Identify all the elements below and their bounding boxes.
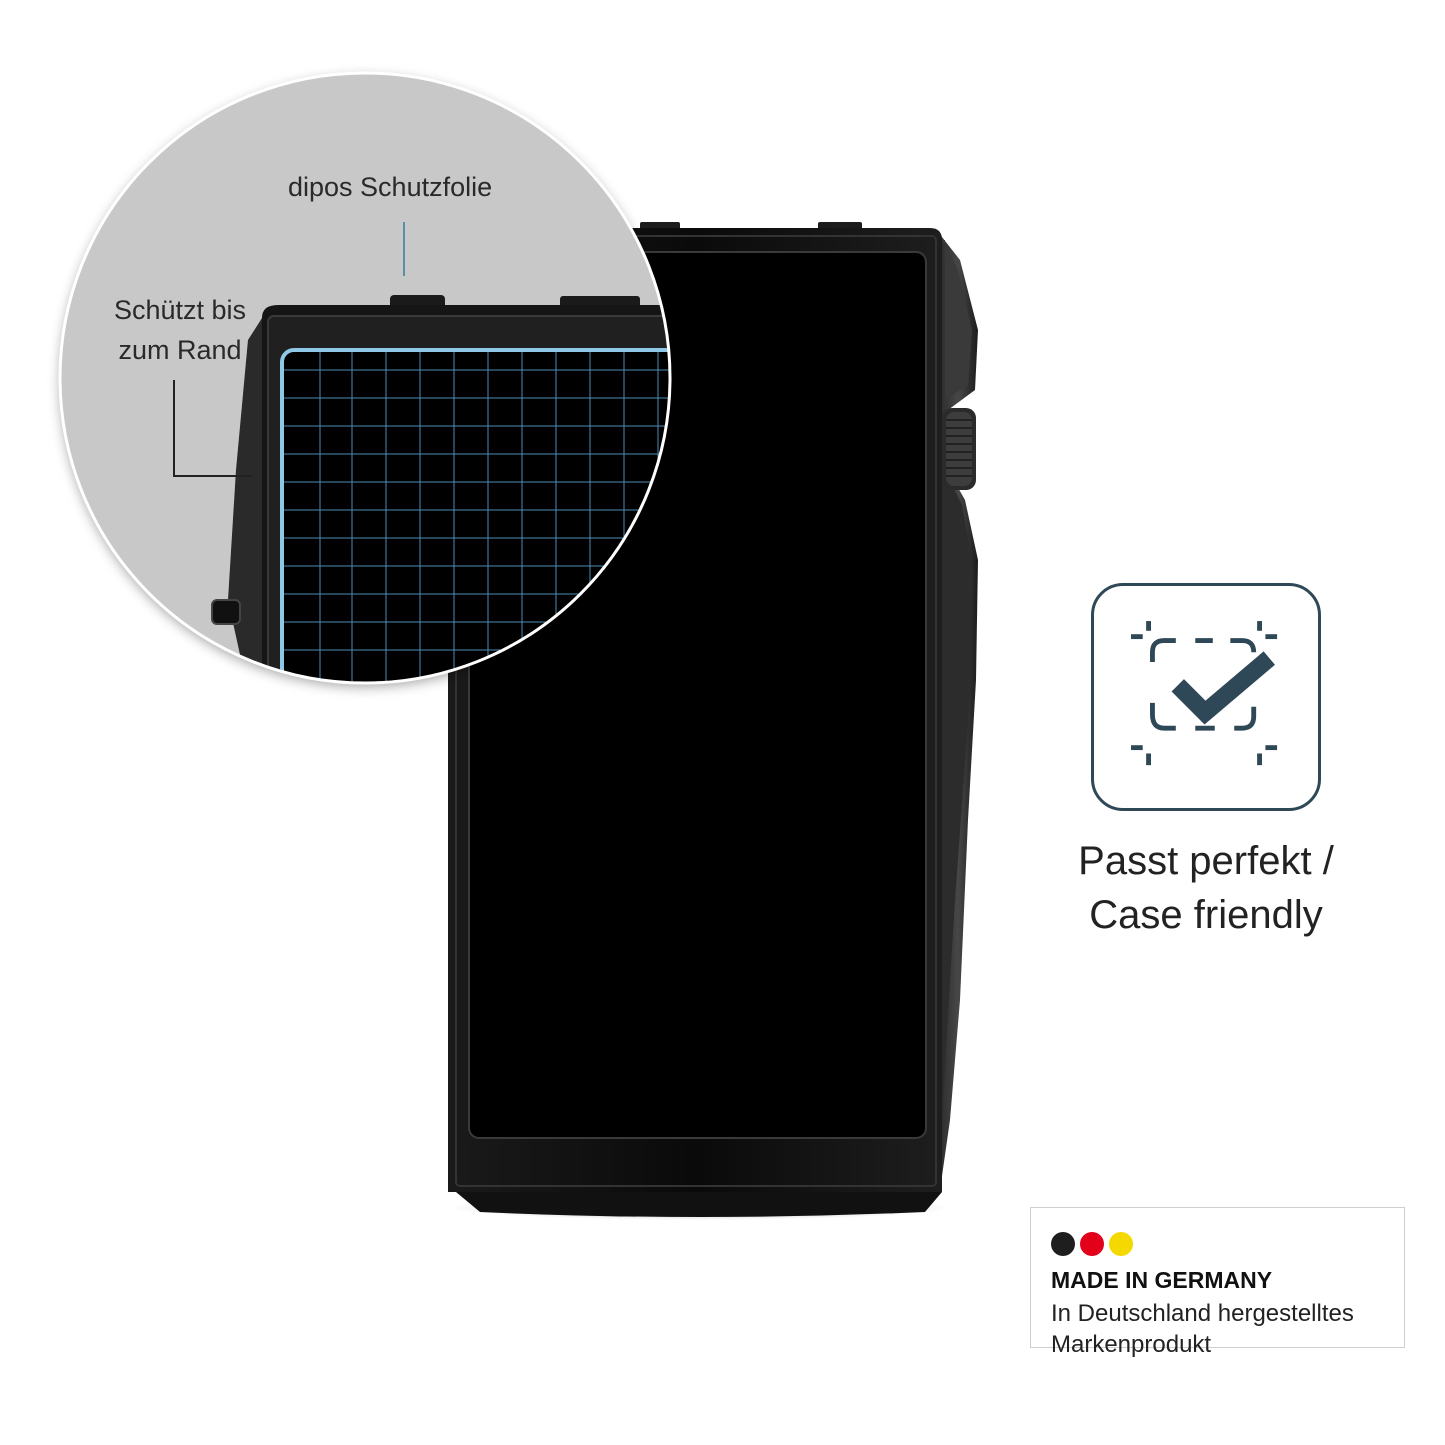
made-subtitle-line1: In Deutschland hergestelltes	[1051, 1300, 1354, 1327]
made-in-germany-badge: MADE IN GERMANY In Deutschland hergestel…	[1030, 1207, 1405, 1358]
feature-caption: Passt perfekt / Case friendly	[1020, 834, 1392, 942]
edge-callout-line	[173, 380, 252, 477]
edge-label-line1: Schützt bis	[113, 295, 247, 325]
flag-dot-red	[1080, 1232, 1104, 1256]
device-side	[938, 232, 978, 1190]
feature-caption-line2: Case friendly	[1089, 893, 1323, 937]
flag-dot-black	[1051, 1232, 1075, 1256]
feature-badge	[1091, 583, 1321, 811]
made-in-germany-subtitle: In Deutschland hergestelltes Markenprodu…	[1051, 1298, 1401, 1360]
edge-label-line2: zum Rand	[118, 335, 242, 365]
feature-caption-line1: Passt perfekt /	[1078, 839, 1334, 883]
edge-label: Schützt bis zum Rand	[100, 290, 260, 370]
made-in-germany-title: MADE IN GERMANY	[1051, 1267, 1273, 1293]
film-label: dipos Schutzfolie	[288, 172, 493, 202]
volume-knob	[942, 408, 976, 490]
flag-dot-gold	[1109, 1232, 1133, 1256]
made-subtitle-line2: Markenprodukt	[1051, 1331, 1212, 1358]
frame-check-icon	[1131, 621, 1278, 766]
